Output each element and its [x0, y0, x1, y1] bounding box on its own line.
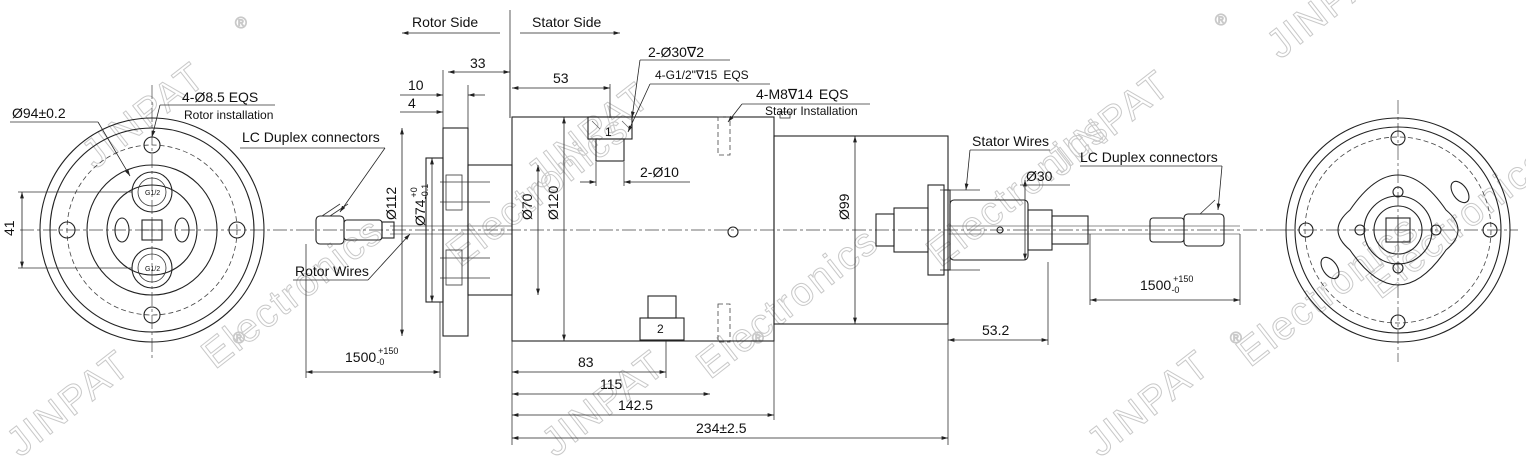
lc-left-callout: LC Duplex connectors — [242, 129, 380, 145]
dim-234: 234±2.5 — [696, 420, 747, 436]
watermark-brand: JINPAT — [1078, 342, 1218, 460]
dim-dia74: Ø74+0-0.1 — [409, 184, 430, 226]
port-number-1: 1 — [605, 125, 612, 139]
lc-right-callout: LC Duplex connectors — [1080, 149, 1218, 165]
height-dim: 41 — [1, 220, 17, 236]
cable-len-left: 1500+150-0 — [345, 346, 398, 367]
watermark-reg: ® — [235, 15, 247, 32]
dim-53-2: 53.2 — [982, 322, 1009, 338]
dim-4: 4 — [408, 95, 416, 111]
port-label: G1/2 — [145, 266, 160, 273]
watermark-reg: ® — [1230, 330, 1242, 347]
dim-dia120: Ø120 — [545, 186, 561, 220]
watermark-reg: ® — [1215, 12, 1227, 29]
dim-dia112: Ø112 — [383, 187, 399, 220]
dim-115: 115 — [600, 376, 623, 392]
dim-dia99: Ø99 — [836, 193, 852, 220]
rotor-end-view: G1/2 G1/2 41 Ø94±0.2 4-Ø8.5 EQS Rotor in… — [1, 85, 300, 360]
dim-dia70: Ø70 — [519, 193, 535, 220]
rotor-wires-callout: Rotor Wires — [295, 263, 369, 279]
stator-end-view — [1280, 100, 1518, 362]
holes-dim: 4-Ø8.5 EQS — [182, 89, 258, 105]
watermark-brand: JINPAT — [1258, 0, 1398, 67]
stator-wires-callout: Stator Wires — [972, 133, 1049, 149]
dim-83: 83 — [578, 354, 594, 370]
watermark-reg: ® — [233, 330, 245, 347]
pcd-dim: Ø94±0.2 — [12, 105, 66, 121]
side-view: Rotor Side Stator Side 1 — [240, 10, 1280, 445]
dim-10: 10 — [408, 77, 424, 93]
cable-len-right: 1500+150-0 — [1140, 274, 1193, 295]
port-number-2: 2 — [657, 322, 664, 336]
dim-2-d10: 2-Ø10 — [640, 164, 679, 180]
rotor-side-label: Rotor Side — [412, 14, 478, 30]
dim-142-5: 142.5 — [618, 397, 653, 413]
watermark-sub: Electronics — [688, 218, 887, 387]
watermark-brand: JINPAT — [0, 342, 139, 460]
stator-install-note: Stator Installation — [765, 104, 858, 118]
counterbore-dim: 2-Ø30∇2 — [648, 44, 704, 60]
watermark-reg: ® — [752, 330, 764, 347]
dim-33: 33 — [470, 55, 486, 71]
port-label: G1/2 — [145, 190, 160, 197]
holes-note: Rotor installation — [184, 108, 273, 122]
stator-side-label: Stator Side — [532, 14, 601, 30]
dim-dia30: Ø30 — [1026, 168, 1053, 184]
dim-53: 53 — [553, 70, 569, 86]
